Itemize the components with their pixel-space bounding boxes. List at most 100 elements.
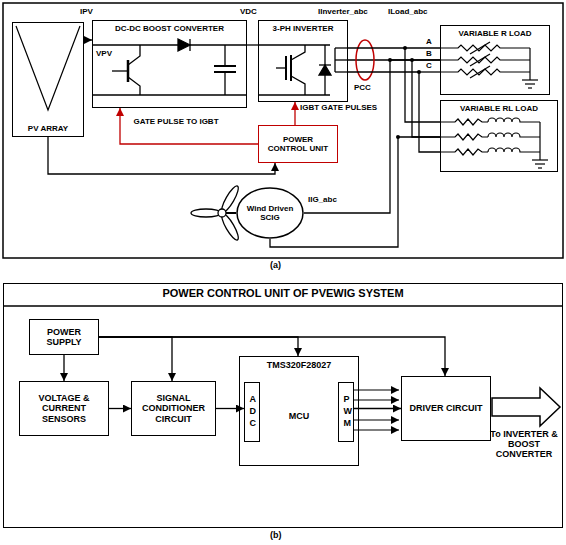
igbt-symbol bbox=[335, 59, 348, 60]
box-label: PV ARRAY bbox=[17, 124, 79, 133]
three-phase-wires bbox=[405, 48, 440, 122]
signal-label: PCC bbox=[354, 84, 371, 93]
connector bbox=[99, 337, 298, 356]
ground-symbol bbox=[532, 159, 548, 160]
block-box: SIGNAL CONDITIONER CIRCUIT bbox=[131, 381, 216, 436]
ground-symbol bbox=[535, 163, 545, 164]
group-box: POWER CONTROL UNIT OF PVEWIG SYSTEM POWER… bbox=[3, 283, 563, 528]
signal-label: C bbox=[426, 62, 432, 71]
box-label: DRIVER CIRCUIT bbox=[406, 403, 486, 413]
connector bbox=[63, 355, 64, 381]
pwm-lines bbox=[353, 389, 399, 390]
box-label: DC-DC BOOST CONVERTER bbox=[97, 24, 242, 33]
igbt-symbol bbox=[324, 45, 325, 65]
boost-circuit bbox=[214, 65, 236, 67]
block-box: POWER SUPPLY bbox=[29, 319, 99, 355]
ground-symbol bbox=[539, 122, 540, 160]
igbt-symbol bbox=[258, 45, 348, 95]
block-box: DC-DC BOOST CONVERTER bbox=[92, 20, 247, 108]
wind-turbine bbox=[191, 184, 241, 242]
box-label: POWER CONTROL UNIT bbox=[263, 135, 333, 153]
block-box: POWER CONTROL UNIT bbox=[258, 125, 338, 163]
igbt-symbol bbox=[319, 65, 331, 75]
boost-circuit bbox=[112, 70, 128, 71]
three-phase-wires bbox=[348, 48, 440, 137]
pcc-ring bbox=[356, 40, 374, 80]
resistor-inductor-symbol bbox=[488, 148, 540, 152]
pcc-ring bbox=[356, 40, 374, 80]
boost-circuit bbox=[128, 45, 140, 65]
connector bbox=[109, 408, 131, 409]
connector bbox=[48, 137, 275, 174]
boost-circuit bbox=[190, 44, 247, 45]
igbt-symbol bbox=[258, 44, 330, 45]
connector bbox=[294, 102, 295, 125]
boost-circuit bbox=[92, 44, 178, 45]
connector bbox=[120, 108, 258, 144]
signal-label: IInverter_abc bbox=[318, 8, 368, 17]
igbt-symbol bbox=[291, 76, 305, 95]
box-label: MCU bbox=[244, 411, 354, 421]
frame bbox=[3, 3, 563, 258]
note-label: GATE PULSE TO IGBT bbox=[126, 118, 226, 127]
note-label: To INVERTER & BOOST CONVERTER bbox=[486, 430, 562, 460]
port-label: ADC bbox=[250, 394, 255, 429]
boost-circuit bbox=[178, 39, 190, 51]
ground-symbol bbox=[529, 48, 530, 80]
frame bbox=[3, 3, 563, 306]
connector bbox=[84, 39, 92, 40]
group-box: TMS320F28027MCUADCPWM bbox=[239, 356, 359, 466]
ground-symbol bbox=[525, 83, 535, 84]
igbt-symbol bbox=[258, 94, 330, 95]
pwm-lines bbox=[353, 429, 399, 430]
pwm-lines bbox=[353, 419, 399, 420]
resistor-inductor-symbol bbox=[488, 133, 540, 137]
igbt-symbol bbox=[324, 75, 325, 95]
boost-circuit bbox=[92, 39, 247, 95]
resistor-inductor-symbol bbox=[440, 134, 488, 140]
resistor-symbol bbox=[440, 69, 530, 75]
resistor-symbol bbox=[470, 42, 490, 54]
box-label: VOLTAGE & CURRENT SENSORS bbox=[24, 393, 104, 424]
boost-circuit bbox=[224, 45, 225, 66]
resistor-inductor-symbol bbox=[440, 119, 488, 125]
boost-circuit bbox=[92, 94, 247, 95]
pv-symbol bbox=[16, 26, 80, 110]
resistor-symbol bbox=[440, 45, 530, 51]
signal-label: VDC bbox=[240, 8, 257, 17]
block-box: ADC bbox=[244, 382, 260, 442]
signal-label: IPV bbox=[80, 8, 93, 17]
generator-ellipse: Wind Driven SCIG bbox=[236, 187, 304, 239]
wind-turbine bbox=[191, 209, 221, 217]
connector bbox=[99, 337, 172, 381]
pwm-lines bbox=[353, 399, 399, 400]
igbt-symbol bbox=[291, 45, 305, 60]
signal-label: IGBT GATE PULSES bbox=[300, 104, 377, 113]
output-arrow bbox=[492, 388, 560, 426]
box-label: POWER CONTROL UNIT OF PVEWIG SYSTEM bbox=[8, 287, 558, 300]
connector bbox=[354, 408, 401, 409]
pv-symbol bbox=[16, 26, 80, 110]
frame bbox=[3, 305, 563, 307]
wind-turbine bbox=[218, 209, 226, 217]
block-box: VARIABLE RL LOAD bbox=[440, 100, 558, 172]
generator-outline bbox=[237, 188, 303, 238]
connector bbox=[270, 137, 440, 247]
resistor-inductor-symbol bbox=[488, 118, 540, 122]
connector bbox=[348, 47, 440, 48]
signal-label: A bbox=[426, 38, 432, 47]
port-label: PWM bbox=[344, 394, 349, 429]
resistor-symbol bbox=[470, 54, 490, 66]
boost-circuit bbox=[128, 77, 140, 95]
pwm-lines bbox=[353, 390, 399, 430]
boost-circuit bbox=[224, 72, 225, 95]
box-label: SIGNAL CONDITIONER CIRCUIT bbox=[136, 393, 211, 424]
block-box: 3-PH INVERTER bbox=[258, 20, 348, 102]
block-box: VOLTAGE & CURRENT SENSORS bbox=[19, 381, 109, 436]
block-box: PWM bbox=[338, 382, 354, 442]
signal-label: ILoad_abc bbox=[388, 8, 428, 17]
